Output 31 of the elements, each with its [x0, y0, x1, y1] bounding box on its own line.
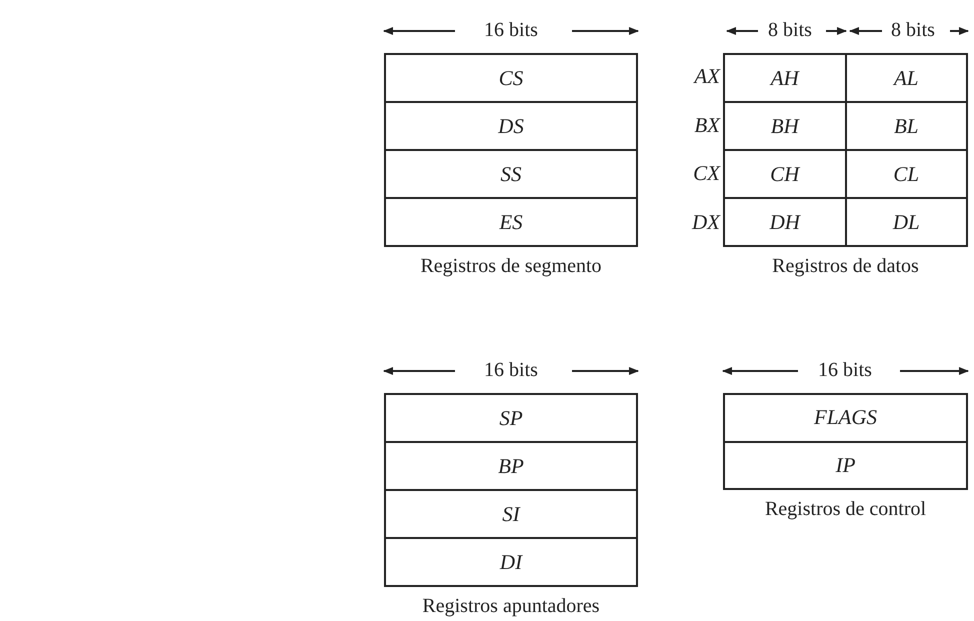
register-name: CX — [693, 161, 720, 186]
register-cell: BH — [724, 102, 846, 150]
register-cell: BL — [846, 102, 967, 150]
register-name: AX — [694, 64, 720, 89]
table-caption: Registros de segmento — [420, 255, 602, 278]
register-cell: SI — [385, 490, 637, 538]
register-cell: DL — [846, 198, 967, 246]
register-cell: SP — [385, 394, 637, 442]
register-cell: DI — [385, 538, 637, 586]
register-name: BX — [694, 113, 720, 138]
register-cell: CS — [385, 54, 637, 102]
bit-width-label: 16 bits — [484, 359, 538, 382]
register-cell: AH — [724, 54, 846, 102]
bit-width-label: 8 bits — [891, 19, 935, 42]
register-cell: AL — [846, 54, 967, 102]
bit-width-label: 16 bits — [818, 359, 872, 382]
bit-width-label: 8 bits — [768, 19, 812, 42]
register-cell: BP — [385, 442, 637, 490]
register-cell: DH — [724, 198, 846, 246]
register-name: DX — [692, 210, 720, 235]
register-cell: CH — [724, 150, 846, 198]
table-caption: Registros de datos — [772, 255, 919, 278]
register-cell: FLAGS — [724, 394, 967, 442]
register-cell: SS — [385, 150, 637, 198]
register-cell: DS — [385, 102, 637, 150]
register-cell: IP — [724, 442, 967, 489]
table-caption: Registros apuntadores — [422, 595, 600, 618]
register-cell: CL — [846, 150, 967, 198]
table-caption: Registros de control — [764, 498, 926, 521]
register-cell: ES — [385, 198, 637, 246]
bit-width-label: 16 bits — [484, 19, 538, 42]
